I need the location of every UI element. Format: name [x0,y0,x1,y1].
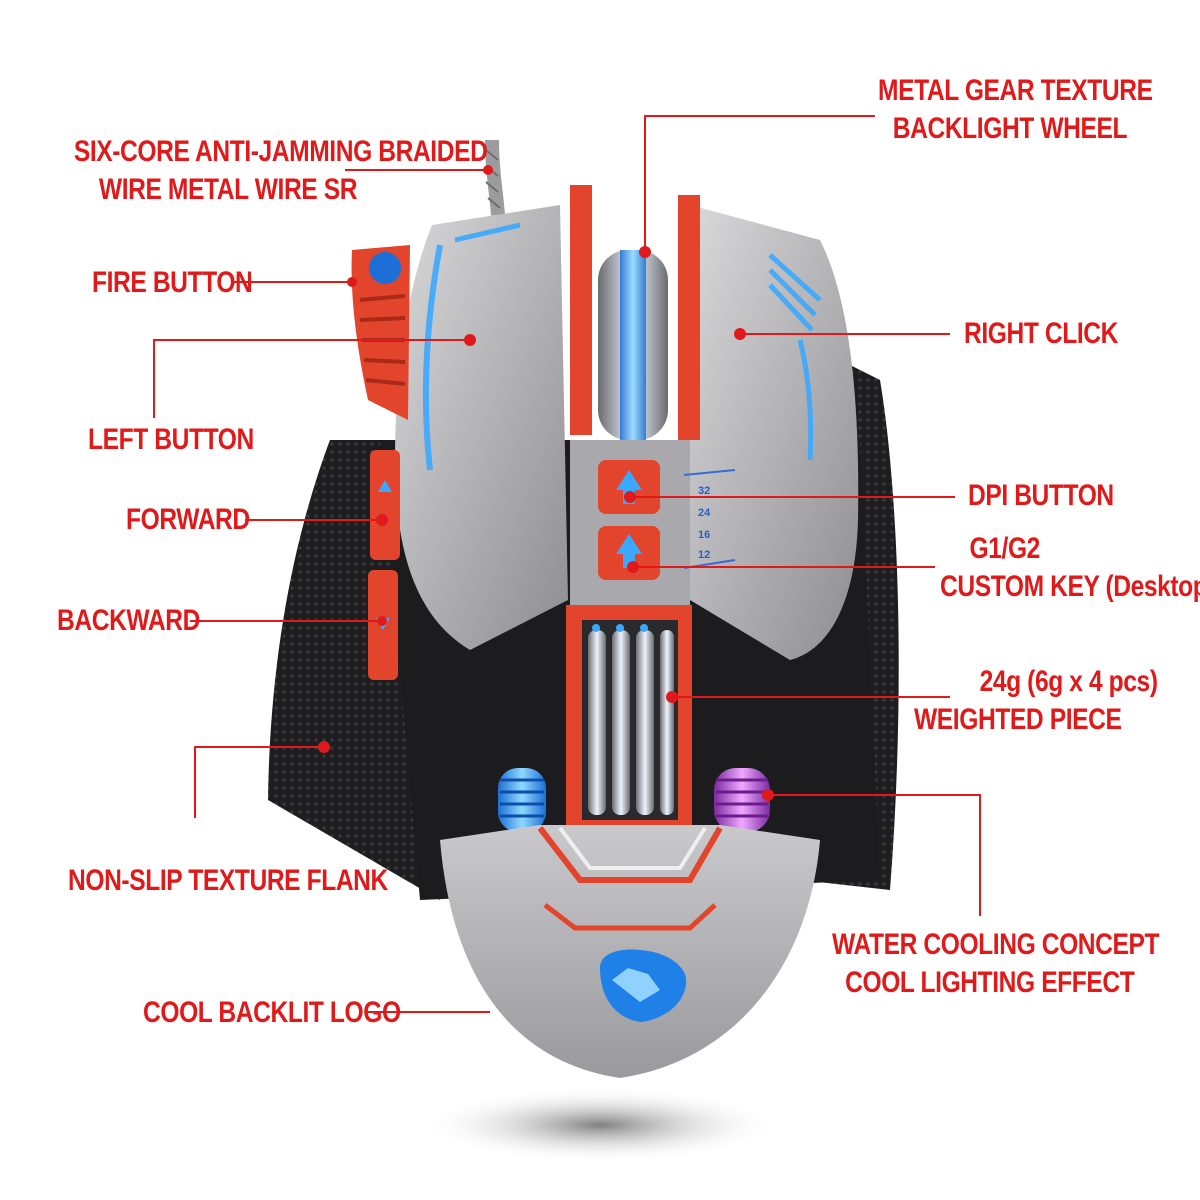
callout-flank-text: NON-SLIP TEXTURE FLANK [68,864,388,897]
fire-button-shape [351,245,410,420]
purple-cooling-coil [714,768,770,832]
callout-non-slip-flank: NON-SLIP TEXTURE FLANK [68,862,388,900]
dpi-step: 32 [698,485,710,497]
callout-left-button: LEFT BUTTON [88,421,254,459]
callout-g1g2-line2: CUSTOM KEY (Desktop) [940,570,1200,603]
leader-lines [153,115,981,1013]
ground-shadow [420,1087,780,1163]
dpi-step: 12 [698,549,710,561]
callout-braided-wire: SIX-CORE ANTI-JAMMING BRAIDED WIRE METAL… [73,133,488,209]
wolf-logo-icon [369,252,401,284]
callout-weight-line2: WEIGHTED PIECE [914,703,1122,736]
callout-backward: BACKWARD [57,602,200,640]
callout-braided-line2: WIRE METAL WIRE SR [98,173,358,206]
callout-fire-button-text: FIRE BUTTON [92,266,253,299]
callout-cooling-line2: COOL LIGHTING EFFECT [845,966,1135,999]
callout-left-button-text: LEFT BUTTON [88,423,254,456]
callout-dpi-button: DPI BUTTON [968,477,1114,515]
leader-dots [318,165,774,801]
callout-backward-text: BACKWARD [57,604,200,637]
callout-dpi-button-text: DPI BUTTON [968,479,1114,512]
blue-cooling-coil [498,768,546,832]
callout-braided-line1: SIX-CORE ANTI-JAMMING BRAIDED [73,135,488,168]
callout-metal-gear-line2: BACKLIGHT WHEEL [892,112,1128,145]
dpi-steps: 32 24 16 12 [698,485,711,561]
left-backlight [422,244,443,471]
dpi-up-arrow-icon [616,470,642,490]
callout-water-cooling: WATER COOLING CONCEPT COOL LIGHTING EFFE… [832,926,1160,1002]
callout-backlit-logo-text: COOL BACKLIT LOGO [143,996,401,1029]
callout-right-click-text: RIGHT CLICK [964,317,1119,350]
callout-cooling-line1: WATER COOLING CONCEPT [832,928,1160,961]
callout-g1g2-line1: G1/G2 [969,532,1041,565]
custom-key-arrow-icon [616,534,642,554]
callout-weighted-piece: 24g (6g x 4 pcs) WEIGHTED PIECE [914,663,1158,739]
dpi-step: 16 [698,529,710,541]
callout-fire-button: FIRE BUTTON [92,264,253,302]
braided-cable [485,139,505,216]
right-backlight [768,253,822,461]
forward-button-shape [370,450,400,560]
callout-forward-text: FORWARD [126,503,250,536]
callout-right-click: RIGHT CLICK [964,315,1118,353]
callout-weight-line1: 24g (6g x 4 pcs) [979,665,1158,698]
left-click-shell [395,205,568,650]
dpi-step: 24 [698,507,711,519]
callout-metal-gear: METAL GEAR TEXTURE BACKLIGHT WHEEL [878,72,1153,148]
callout-backlit-logo: COOL BACKLIT LOGO [143,994,401,1032]
callout-forward: FORWARD [126,501,250,539]
right-click-shell [690,205,859,660]
callout-g1g2: G1/G2 CUSTOM KEY (Desktop) [940,530,1200,606]
callout-metal-gear-line1: METAL GEAR TEXTURE [878,74,1153,107]
